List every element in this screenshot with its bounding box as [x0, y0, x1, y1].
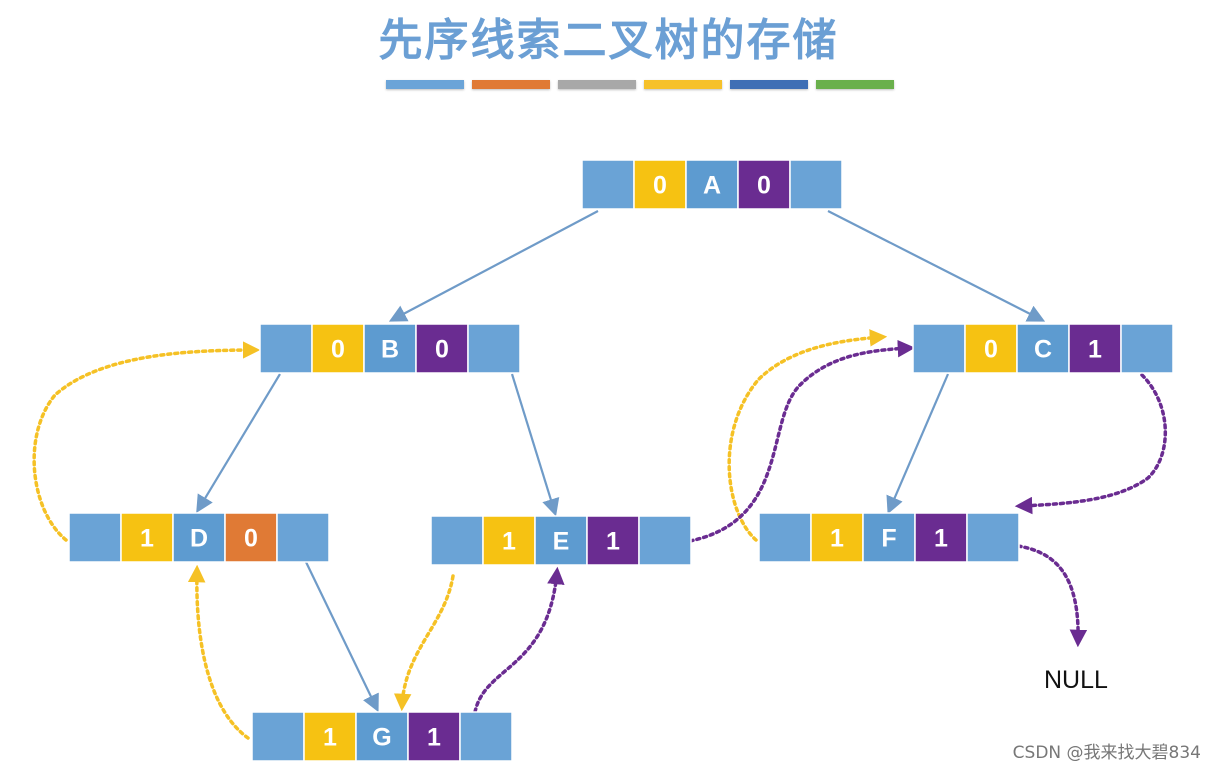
- node-g-rchild-cell: [459, 711, 513, 762]
- node-e-data-label: E: [553, 528, 570, 556]
- color-bar-segment: [644, 80, 722, 89]
- node-g-rtag-label: 1: [427, 724, 441, 752]
- node-c-lchild-cell: [912, 323, 966, 374]
- node-e-rchild-cell: [638, 515, 692, 566]
- node-b-rchild-cell: [467, 323, 521, 374]
- node-f-ltag-label: 1: [830, 525, 844, 553]
- thread-f-to-c: [727, 329, 888, 542]
- page-title: 先序线索二叉树的存储: [378, 15, 839, 66]
- thread-f-to-null: [1016, 544, 1088, 648]
- node-b: 0 B 0: [259, 323, 521, 374]
- node-d: 1 D 0: [68, 512, 330, 563]
- node-f: 1 F 1: [758, 512, 1020, 563]
- thread-d-to-b: [32, 341, 261, 542]
- edge-b-e: [510, 373, 560, 517]
- color-bar-segment: [558, 80, 636, 89]
- thread-e-to-g: [393, 574, 455, 712]
- tree-edges: [196, 210, 1046, 713]
- watermark: CSDN @我来找大碧834: [1012, 743, 1201, 763]
- node-g: 1 G 1: [251, 711, 513, 762]
- node-a-ltag-cell: [633, 159, 687, 210]
- node-g-ltag-cell: [303, 711, 357, 762]
- node-d-lchild-cell: [68, 512, 122, 563]
- thread-g-to-e: [473, 566, 565, 714]
- node-f-data-label: F: [881, 525, 896, 553]
- color-bar-segment: [816, 80, 894, 89]
- node-b-rtag-cell: [415, 323, 469, 374]
- node-b-data-label: B: [381, 336, 399, 364]
- node-d-data-cell: [172, 512, 226, 563]
- thread-g-to-d: [187, 564, 250, 740]
- node-e-ltag-cell: [482, 515, 536, 566]
- color-bar-segment: [730, 80, 808, 89]
- node-b-lchild-cell: [259, 323, 313, 374]
- node-e-rtag-label: 1: [606, 528, 620, 556]
- node-e: 1 E 1: [430, 515, 692, 566]
- node-g-rtag-cell: [407, 711, 461, 762]
- node-b-ltag-label: 0: [331, 336, 345, 364]
- node-a-ltag-label: 0: [653, 172, 667, 200]
- null-label: NULL: [1044, 666, 1108, 694]
- successor-threads: [473, 339, 1167, 714]
- node-a-rchild-cell: [789, 159, 843, 210]
- node-c-rchild-cell: [1120, 323, 1174, 374]
- node-g-data-label: G: [372, 724, 391, 752]
- node-f-lchild-cell: [758, 512, 812, 563]
- color-bar-segment: [472, 80, 550, 89]
- node-e-lchild-cell: [430, 515, 484, 566]
- node-e-ltag-label: 1: [502, 528, 516, 556]
- node-c-rtag-label: 1: [1088, 336, 1102, 364]
- node-d-ltag-label: 1: [140, 525, 154, 553]
- node-e-data-cell: [534, 515, 588, 566]
- node-a-lchild-cell: [581, 159, 635, 210]
- node-d-rchild-cell: [276, 512, 330, 563]
- node-d-rtag-cell: [224, 512, 278, 563]
- node-c-data-label: C: [1034, 336, 1052, 364]
- thread-e-to-c: [688, 339, 916, 543]
- edge-d-g: [305, 561, 379, 713]
- node-b-data-cell: [363, 323, 417, 374]
- node-c-data-cell: [1016, 323, 1070, 374]
- predecessor-threads: [32, 329, 888, 740]
- node-c: 0 C 1: [912, 323, 1174, 374]
- node-a-data-label: A: [703, 172, 721, 200]
- node-f-rchild-cell: [966, 512, 1020, 563]
- node-d-rtag-label: 0: [244, 525, 258, 553]
- node-d-ltag-cell: [120, 512, 174, 563]
- node-a: 0 A 0: [581, 159, 843, 210]
- color-bar-segment: [386, 80, 464, 89]
- node-g-lchild-cell: [251, 711, 305, 762]
- node-b-rtag-label: 0: [435, 336, 449, 364]
- node-a-rtag-label: 0: [757, 172, 771, 200]
- node-f-data-cell: [862, 512, 916, 563]
- node-e-rtag-cell: [586, 515, 640, 566]
- node-d-data-label: D: [190, 525, 208, 553]
- node-c-ltag-cell: [964, 323, 1018, 374]
- node-c-ltag-label: 0: [984, 336, 998, 364]
- node-f-rtag-label: 1: [934, 525, 948, 553]
- edge-b-d: [196, 373, 281, 514]
- edge-c-f: [886, 373, 950, 515]
- edge-a-b: [388, 210, 599, 322]
- edge-a-c: [827, 210, 1046, 322]
- thread-c-to-f: [1014, 373, 1167, 515]
- node-g-ltag-label: 1: [323, 724, 337, 752]
- node-f-rtag-cell: [914, 512, 968, 563]
- node-f-ltag-cell: [810, 512, 864, 563]
